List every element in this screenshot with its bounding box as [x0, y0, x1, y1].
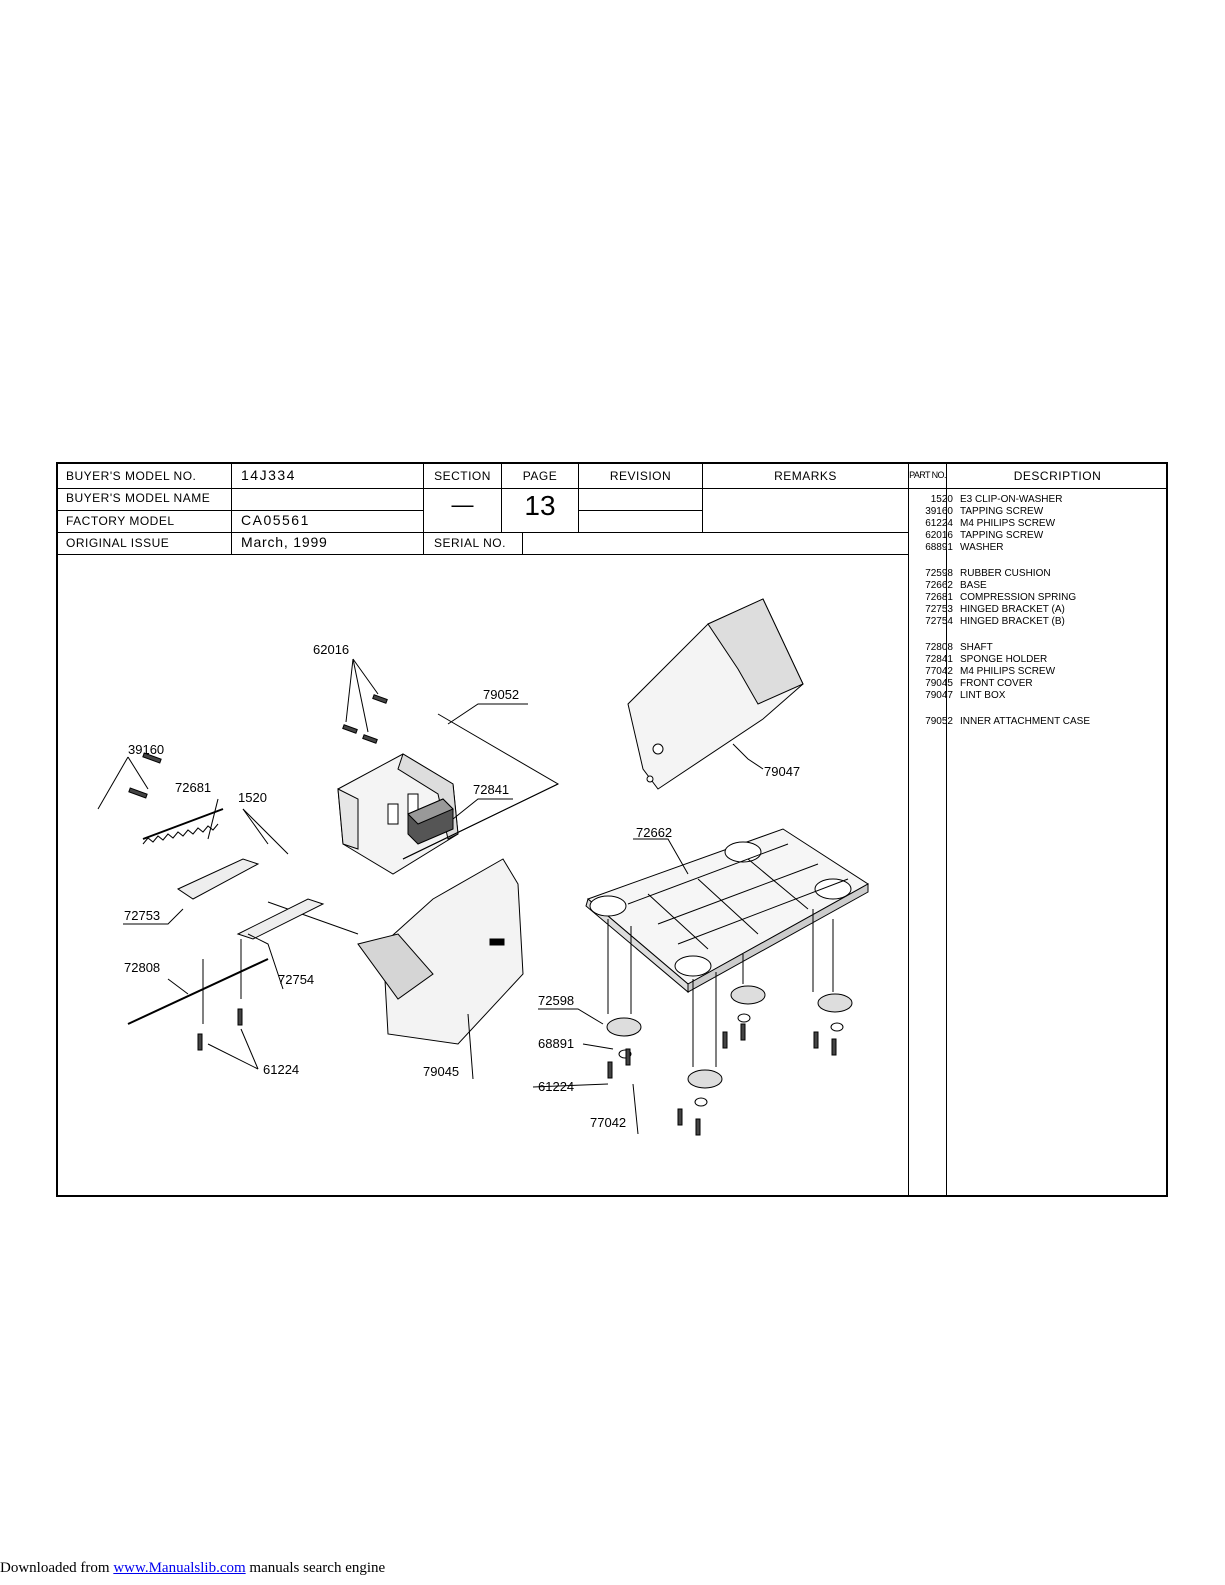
inner-attachment-case: [337, 753, 459, 875]
parts-sheet: BUYER'S MODEL NO. 14J334 BUYER'S MODEL N…: [56, 462, 1168, 1197]
callout-1520: 1520: [238, 790, 267, 805]
part-number: 79047: [925, 690, 953, 701]
part-description: TAPPING SCREW: [960, 506, 1044, 517]
hinged-brackets: [127, 808, 325, 1025]
part-number: 39160: [925, 506, 953, 517]
callout-72841: 72841: [473, 782, 509, 797]
part-description: BASE: [960, 580, 987, 591]
part-number: 72753: [925, 604, 953, 615]
part-number: 79052: [925, 716, 953, 727]
callout-79052: 79052: [483, 687, 519, 702]
section-value: —: [451, 492, 474, 517]
part-number: 72754: [925, 616, 953, 627]
part-number: 1520: [930, 494, 953, 505]
buyers-model-no-label: BUYER'S MODEL NO.: [66, 469, 197, 483]
part-number: 79045: [925, 678, 953, 689]
part-no-label: PART NO.: [909, 470, 946, 480]
front-cover: [357, 858, 524, 1045]
part-number: 72841: [925, 654, 953, 665]
callout-72753: 72753: [124, 908, 160, 923]
part-number: 72681: [925, 592, 953, 603]
callout-68891: 68891: [538, 1036, 574, 1051]
original-issue-label: ORIGINAL ISSUE: [66, 536, 170, 550]
part-description: LINT BOX: [960, 690, 1006, 701]
callout-61224-left: 61224: [263, 1062, 299, 1077]
part-number: 72598: [925, 568, 953, 579]
callout-77042: 77042: [590, 1115, 626, 1130]
screws: [128, 694, 837, 1136]
callout-72598: 72598: [538, 993, 574, 1008]
section-label: SECTION: [434, 469, 491, 483]
remarks-label: REMARKS: [774, 469, 837, 483]
exploded-diagram: 62016 79052 39160 72681 1520 72841 72753…: [97, 598, 869, 1136]
part-description: INNER ATTACHMENT CASE: [960, 716, 1091, 727]
part-description: M4 PHILIPS SCREW: [960, 666, 1056, 677]
callout-72808: 72808: [124, 960, 160, 975]
factory-model: CA05561: [241, 512, 310, 528]
part-description: TAPPING SCREW: [960, 530, 1044, 541]
original-issue: March, 1999: [241, 534, 328, 550]
manualslib-link[interactable]: www.Manualslib.com: [113, 1560, 246, 1576]
part-description: SHAFT: [960, 642, 993, 653]
callout-leaders: [97, 658, 764, 1135]
description-label: DESCRIPTION: [1013, 469, 1102, 483]
callout-79045: 79045: [423, 1064, 459, 1079]
part-description: FRONT COVER: [960, 678, 1033, 689]
part-description: M4 PHILIPS SCREW: [960, 518, 1056, 529]
footer-suffix: manuals search engine: [245, 1560, 386, 1576]
callout-61224-right: 61224: [538, 1079, 574, 1094]
part-description: COMPRESSION SPRING: [960, 592, 1077, 603]
factory-model-label: FACTORY MODEL: [66, 514, 175, 528]
rubber-cushions: [606, 985, 853, 1107]
part-description: RUBBER CUSHION: [960, 568, 1051, 579]
footer-prefix: Downloaded from: [0, 1560, 114, 1576]
part-number: 61224: [925, 518, 953, 529]
part-number: 72662: [925, 580, 953, 591]
callout-72662: 72662: [636, 825, 672, 840]
callout-72681: 72681: [175, 780, 211, 795]
footer: Downloaded from www.Manualslib.com manua…: [0, 1560, 385, 1577]
serial-no-label: SERIAL NO.: [434, 536, 506, 550]
part-number: 68891: [925, 542, 953, 553]
part-description: HINGED BRACKET (B): [960, 616, 1065, 627]
part-number: 72808: [925, 642, 953, 653]
revision-label: REVISION: [609, 469, 672, 483]
callout-72754: 72754: [278, 972, 314, 987]
sponge-holder: [407, 798, 454, 845]
part-description: WASHER: [960, 542, 1004, 553]
part-number: 62016: [925, 530, 953, 541]
part-number: 77042: [925, 666, 953, 677]
page-label: PAGE: [522, 469, 558, 483]
callout-62016: 62016: [313, 642, 349, 657]
page-value: 13: [524, 490, 556, 521]
assembly-lines: [202, 713, 834, 1067]
part-description: E3 CLIP-ON-WASHER: [960, 494, 1063, 505]
lint-box: [627, 598, 804, 790]
callout-39160: 39160: [128, 742, 164, 757]
callout-labels: 62016 79052 39160 72681 1520 72841 72753…: [124, 642, 800, 1130]
base: [585, 828, 869, 994]
part-description: SPONGE HOLDER: [960, 654, 1048, 665]
callout-79047: 79047: [764, 764, 800, 779]
buyers-model-name-label: BUYER'S MODEL NAME: [66, 491, 211, 505]
buyers-model-no: 14J334: [241, 467, 296, 483]
part-description: HINGED BRACKET (A): [960, 604, 1065, 615]
